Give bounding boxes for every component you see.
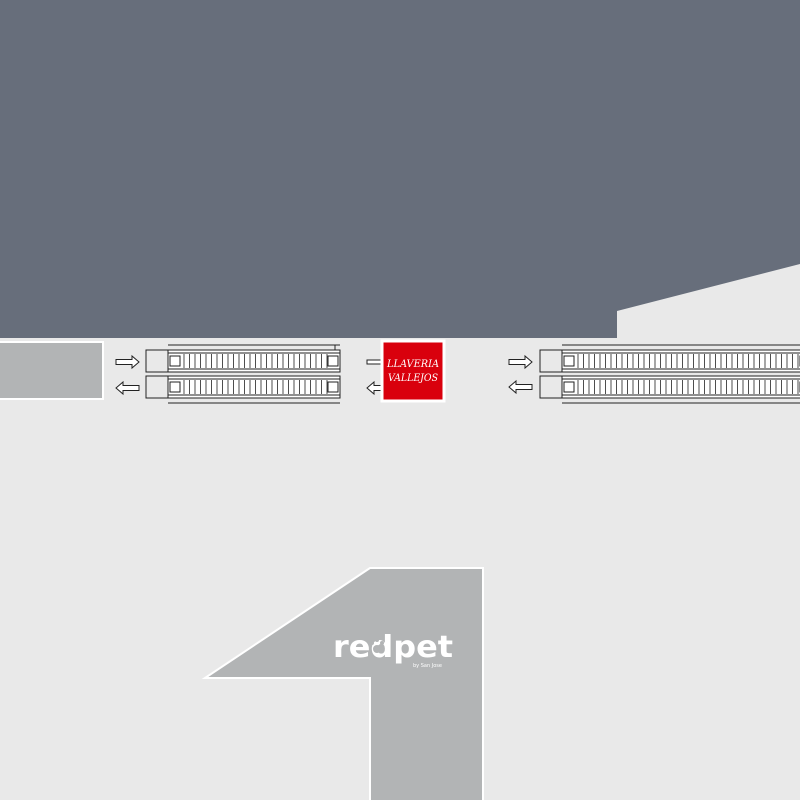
escalator-left-pair <box>145 344 341 404</box>
arrow-left-icon <box>115 380 140 396</box>
redpet-tagline: by San Jose <box>413 663 442 669</box>
store-label-line1: LLAVERIA <box>386 359 439 370</box>
redpet-logo-text: redpet <box>333 630 453 665</box>
dash-icon <box>366 359 382 365</box>
escalator-up <box>145 344 341 404</box>
store-left[interactable] <box>0 341 104 400</box>
store-label-line2: VALLEJOS <box>388 373 438 384</box>
store-llaveria-vallejos[interactable]: LLAVERIA VALLEJOS <box>380 339 446 403</box>
arrow-right-icon <box>115 354 140 370</box>
paw-print-icon <box>370 638 384 653</box>
building-block <box>0 0 800 338</box>
escalator-down <box>145 375 341 399</box>
store-redpet[interactable]: redpet by San Jose <box>201 567 484 800</box>
escalator-down <box>539 375 800 399</box>
arrow-left-icon <box>508 379 533 395</box>
escalator-up <box>539 344 800 404</box>
arrow-right-icon <box>508 354 533 370</box>
escalator-right-pair <box>539 344 800 404</box>
